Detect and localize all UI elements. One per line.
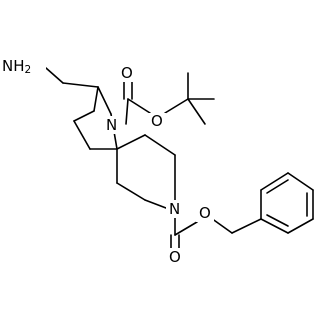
atom-amine-label: NH2 xyxy=(2,57,31,76)
bond-c2-c3 xyxy=(93,86,99,112)
bond-pip3-n8 xyxy=(144,199,167,209)
bond-pip1-pip2 xyxy=(144,134,176,156)
bond-cboc-oester xyxy=(127,98,151,114)
bond-ph-5-6 xyxy=(287,218,314,234)
bond-c4-c5 xyxy=(73,120,91,150)
atom-o-boc-carbonyl-label: O xyxy=(121,64,133,82)
bond-c6-pip1 xyxy=(116,134,146,150)
bond-ph-3-4 xyxy=(287,172,314,191)
bond-ph-inner-a xyxy=(266,179,289,194)
bond-ccbz-oester xyxy=(174,221,198,236)
bond-oester-ctbu xyxy=(164,98,189,114)
atom-o-boc-ester-label: O xyxy=(151,112,163,130)
atom-o-cbz-ester-label: O xyxy=(199,204,211,222)
bond-ph-6-1 xyxy=(260,218,289,234)
bond-nh2-ch2 xyxy=(45,67,64,84)
bond-ctbu-me3 xyxy=(187,98,206,125)
bond-n1-cboc xyxy=(125,98,129,125)
atom-n-pyrrolidine-label: N xyxy=(106,116,117,134)
bond-oester-ch2 xyxy=(210,217,233,234)
bonds xyxy=(45,67,314,255)
bond-ph-2-3 xyxy=(260,172,289,191)
bond-c2-n1 xyxy=(97,86,112,115)
atom-n-piperidine-label: N xyxy=(169,200,180,218)
bond-c3-c4 xyxy=(73,110,95,122)
bond-ch2-c2 xyxy=(62,82,99,88)
atom-o-cbz-carbonyl-label: O xyxy=(169,248,181,266)
bond-ph-inner-c xyxy=(266,214,289,227)
bond-ch2-ph xyxy=(231,218,262,234)
bond-pip4-pip3 xyxy=(116,182,146,201)
atom-labels: NH2 N O O N O O xyxy=(0,56,214,266)
